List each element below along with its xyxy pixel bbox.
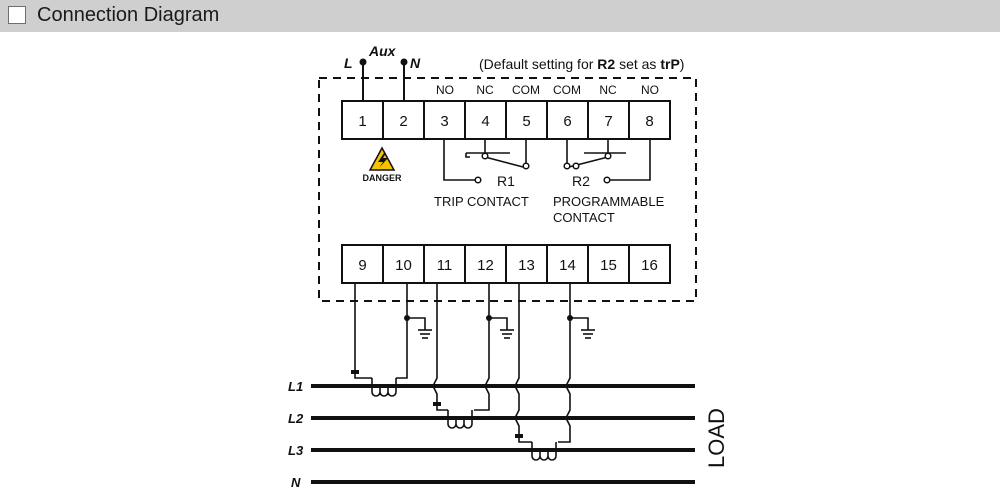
- terminal-label-4: 4: [481, 113, 489, 130]
- relay-r1-node-5: [522, 162, 530, 170]
- bottom-terminal-block: 9 10 11 12 13 14 15 16: [341, 244, 671, 284]
- terminal-label-8: 8: [645, 113, 653, 130]
- aux-live-label: L: [344, 55, 353, 71]
- terminal-15[interactable]: [587, 244, 630, 284]
- aux-neutral-label: N: [410, 55, 421, 71]
- line-label-l1: L1: [288, 379, 303, 394]
- default-setting-note: (Default setting for R2 set as trP): [479, 56, 684, 72]
- terminal-label-12: 12: [477, 257, 494, 274]
- aux-label: Aux: [368, 43, 397, 59]
- earth-node-12: [486, 315, 492, 321]
- section-checkbox[interactable]: [8, 6, 26, 24]
- terminal-label-2: 2: [399, 113, 407, 130]
- terminal-16[interactable]: [628, 244, 671, 284]
- contact-label-6: COM: [553, 83, 581, 97]
- terminal-label-16: 16: [641, 257, 658, 274]
- terminal-label-14: 14: [559, 257, 576, 274]
- power-lines: [311, 384, 695, 484]
- note-open: (Default setting for: [479, 56, 597, 72]
- relay-r1-wiring: [443, 139, 527, 181]
- terminal-3[interactable]: [423, 100, 466, 140]
- note-close: ): [680, 56, 685, 72]
- terminal-1[interactable]: [341, 100, 384, 140]
- measurement-wiring: [354, 283, 571, 461]
- relay-r2-caption-line2: CONTACT: [553, 210, 615, 225]
- terminal-label-11: 11: [437, 257, 453, 274]
- relay-r1-caption: TRIP CONTACT: [434, 194, 529, 209]
- earth-ground-icons: [407, 317, 595, 339]
- terminal-label-5: 5: [522, 113, 530, 130]
- section-header: Connection Diagram: [0, 0, 1000, 32]
- terminal-10[interactable]: [382, 244, 425, 284]
- top-terminal-block: 1 2 3 4 5 6 7 8: [341, 100, 671, 140]
- relay-r2-node-6: [563, 162, 571, 170]
- note-setting: trP: [660, 56, 679, 72]
- line-label-l2: L2: [288, 411, 304, 426]
- ct2-polarity-mark: [433, 402, 441, 406]
- earth-node-14: [567, 315, 573, 321]
- terminal-14[interactable]: [546, 244, 589, 284]
- load-label: LOAD: [704, 408, 729, 468]
- terminal-label-13: 13: [518, 257, 535, 274]
- terminal-label-9: 9: [358, 257, 366, 274]
- section-title: Connection Diagram: [37, 4, 220, 26]
- relay-r1-node-4: [481, 152, 489, 160]
- relay-r2-label: R2: [572, 173, 590, 189]
- relay-r2-node-7: [604, 152, 612, 160]
- contact-label-7: NC: [599, 83, 617, 97]
- note-relay: R2: [597, 56, 615, 72]
- terminal-label-1: 1: [358, 113, 366, 130]
- ct3-polarity-mark: [515, 434, 523, 438]
- contact-label-5: COM: [512, 83, 540, 97]
- earth-node-10: [404, 315, 410, 321]
- terminal-8[interactable]: [628, 100, 671, 140]
- terminal-12[interactable]: [464, 244, 507, 284]
- relay-r1-node-3: [474, 176, 482, 184]
- contact-label-4: NC: [476, 83, 494, 97]
- terminal-11[interactable]: [423, 244, 466, 284]
- relay-r2-node-open: [572, 162, 580, 170]
- terminal-label-6: 6: [563, 113, 571, 130]
- note-mid: set as: [615, 56, 660, 72]
- line-label-n: N: [291, 475, 301, 490]
- terminal-5[interactable]: [505, 100, 548, 140]
- terminal-label-3: 3: [440, 113, 448, 130]
- terminal-9[interactable]: [341, 244, 384, 284]
- ct1-polarity-mark: [351, 370, 359, 374]
- device-enclosure: [318, 77, 697, 302]
- line-label-l3: L3: [288, 443, 304, 458]
- relay-r2-node-8: [603, 176, 611, 184]
- terminal-13[interactable]: [505, 244, 548, 284]
- relay-r2-caption-line1: PROGRAMMABLE: [553, 194, 665, 209]
- relay-r1-label: R1: [497, 173, 515, 189]
- terminal-label-10: 10: [395, 257, 412, 274]
- contact-label-8: NO: [641, 83, 659, 97]
- terminal-label-15: 15: [600, 257, 617, 274]
- terminal-label-7: 7: [604, 113, 612, 130]
- danger-label: DANGER: [362, 173, 402, 183]
- contact-label-3: NO: [436, 83, 454, 97]
- danger-warning-icon: [368, 146, 396, 171]
